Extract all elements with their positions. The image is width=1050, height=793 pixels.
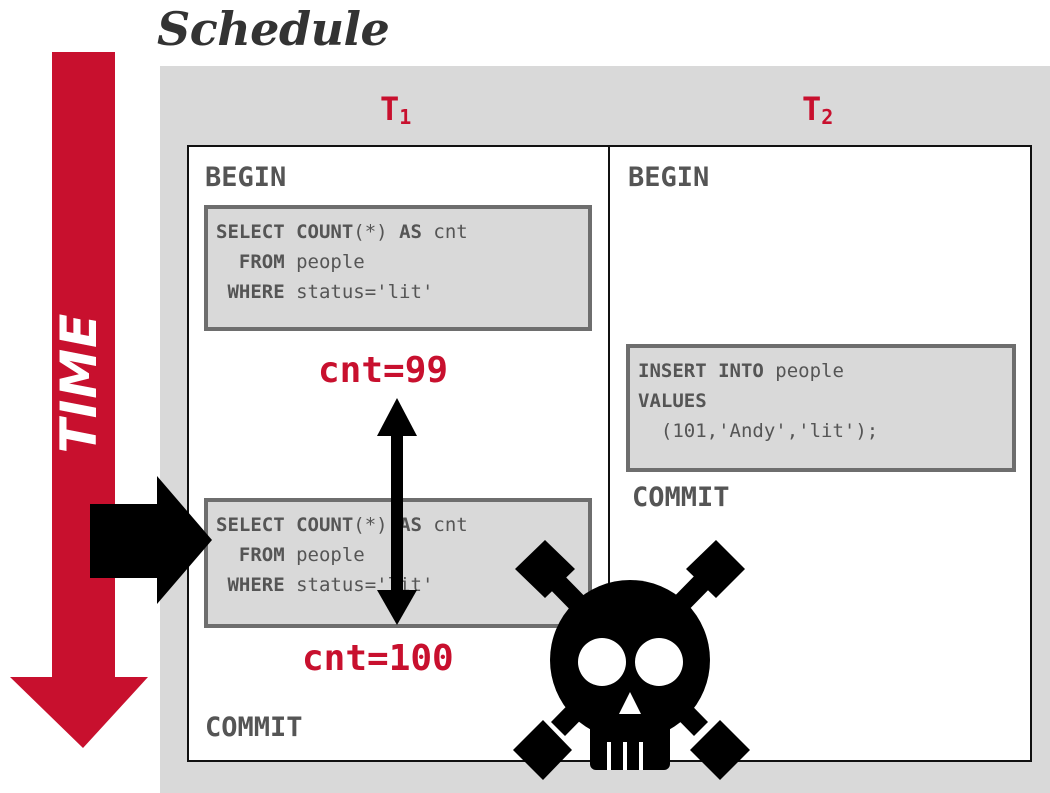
- t1-begin: BEGIN: [205, 162, 287, 193]
- schedule-title: Schedule: [157, 2, 390, 56]
- t1-commit: COMMIT: [205, 712, 303, 743]
- txn-header-t1: T1: [380, 90, 412, 129]
- time-label: TIME: [50, 312, 108, 454]
- t1-result-2: cnt=100: [302, 638, 454, 679]
- txn-header-t2: T2: [802, 90, 834, 129]
- t1-query-1: SELECT COUNT(*) AS cnt FROM people WHERE…: [204, 205, 592, 331]
- column-divider: [608, 145, 610, 762]
- t2-commit: COMMIT: [632, 482, 730, 513]
- t2-insert-query: INSERT INTO people VALUES (101,'Andy','l…: [626, 344, 1016, 472]
- t2-begin: BEGIN: [628, 162, 710, 193]
- t1-result-1: cnt=99: [318, 350, 449, 391]
- t1-query-2: SELECT COUNT(*) AS cnt FROM people WHERE…: [204, 498, 592, 628]
